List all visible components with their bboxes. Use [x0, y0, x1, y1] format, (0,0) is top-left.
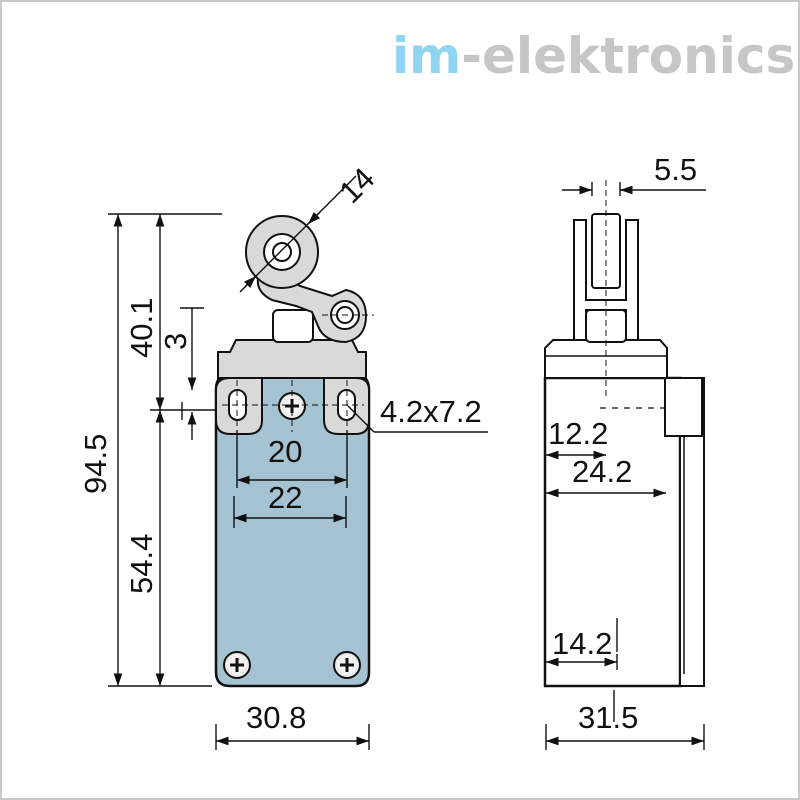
- dim-hole-spacing-outer: 22: [268, 480, 302, 515]
- dim-total-height: 94.5: [78, 434, 113, 494]
- side-cover-recess: [664, 377, 703, 437]
- dim-side-offset-top: 12.2: [548, 416, 608, 451]
- dim-plunger-travel: 3: [158, 333, 193, 350]
- dim-side-depth-top: 24.2: [572, 454, 632, 489]
- screw-bottom-right: [333, 651, 361, 679]
- dim-slot-size: 4.2x7.2: [380, 394, 482, 429]
- dim-front-width: 30.8: [246, 700, 306, 735]
- dim-plunger-width: 5.5: [654, 152, 697, 187]
- switch-collar: [217, 339, 367, 379]
- side-dimensions: [545, 182, 706, 750]
- front-dimensions: [108, 175, 488, 750]
- brand-logo: im-elektronics: [392, 27, 795, 85]
- roller-axle: [272, 242, 292, 262]
- dim-side-offset-bottom: 14.2: [552, 626, 612, 661]
- dim-roller-diameter: 14: [332, 161, 381, 210]
- brand-separator: -: [461, 27, 482, 85]
- plunger: [272, 309, 314, 343]
- side-collar: [544, 339, 668, 379]
- side-view: [543, 180, 705, 688]
- brand-suffix: elektronics: [482, 27, 795, 85]
- dim-actuator-height: 40.1: [124, 298, 159, 358]
- dim-body-height: 54.4: [124, 534, 159, 594]
- brand-prefix: im: [392, 27, 461, 85]
- side-lever-fork: [573, 219, 639, 341]
- front-view: [214, 215, 374, 688]
- screw-bottom-left: [223, 651, 251, 679]
- dim-hole-spacing-inner: 20: [268, 434, 302, 469]
- dim-side-width: 31.5: [578, 700, 638, 735]
